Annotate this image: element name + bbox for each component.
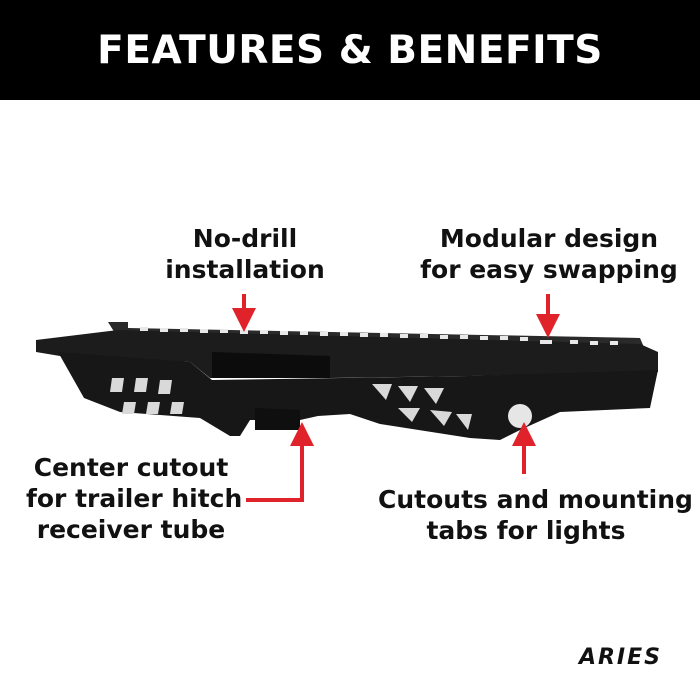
header-banner: FEATURES & BENEFITS [0, 0, 700, 100]
callout-light-cutouts: Cutouts and mounting tabs for lights [378, 484, 693, 546]
callout-modular: Modular design for easy swapping [418, 223, 680, 285]
callout-light-cutouts-line1: Cutouts and mounting [378, 485, 693, 514]
callout-modular-line1: Modular design [439, 224, 659, 253]
callout-center-cutout-line1: Center cutout [33, 453, 229, 482]
callout-no-drill-line1: No-drill [192, 224, 298, 253]
banner-title: FEATURES & BENEFITS [97, 27, 603, 73]
callout-light-cutouts-line2: tabs for lights [426, 516, 626, 545]
callout-center-cutout: Center cutout for trailer hitch receiver… [26, 452, 243, 545]
callout-center-cutout-line2: for trailer hitch [26, 484, 243, 513]
brand-logo: ARIES [578, 645, 662, 670]
callout-modular-line2: for easy swapping [420, 255, 678, 284]
bumper-image [36, 322, 658, 440]
callout-center-cutout-line3: receiver tube [36, 515, 226, 544]
callout-no-drill: No-drill installation [160, 223, 330, 285]
arrow-center-cutout [246, 422, 314, 502]
callout-no-drill-line2: installation [165, 255, 325, 284]
